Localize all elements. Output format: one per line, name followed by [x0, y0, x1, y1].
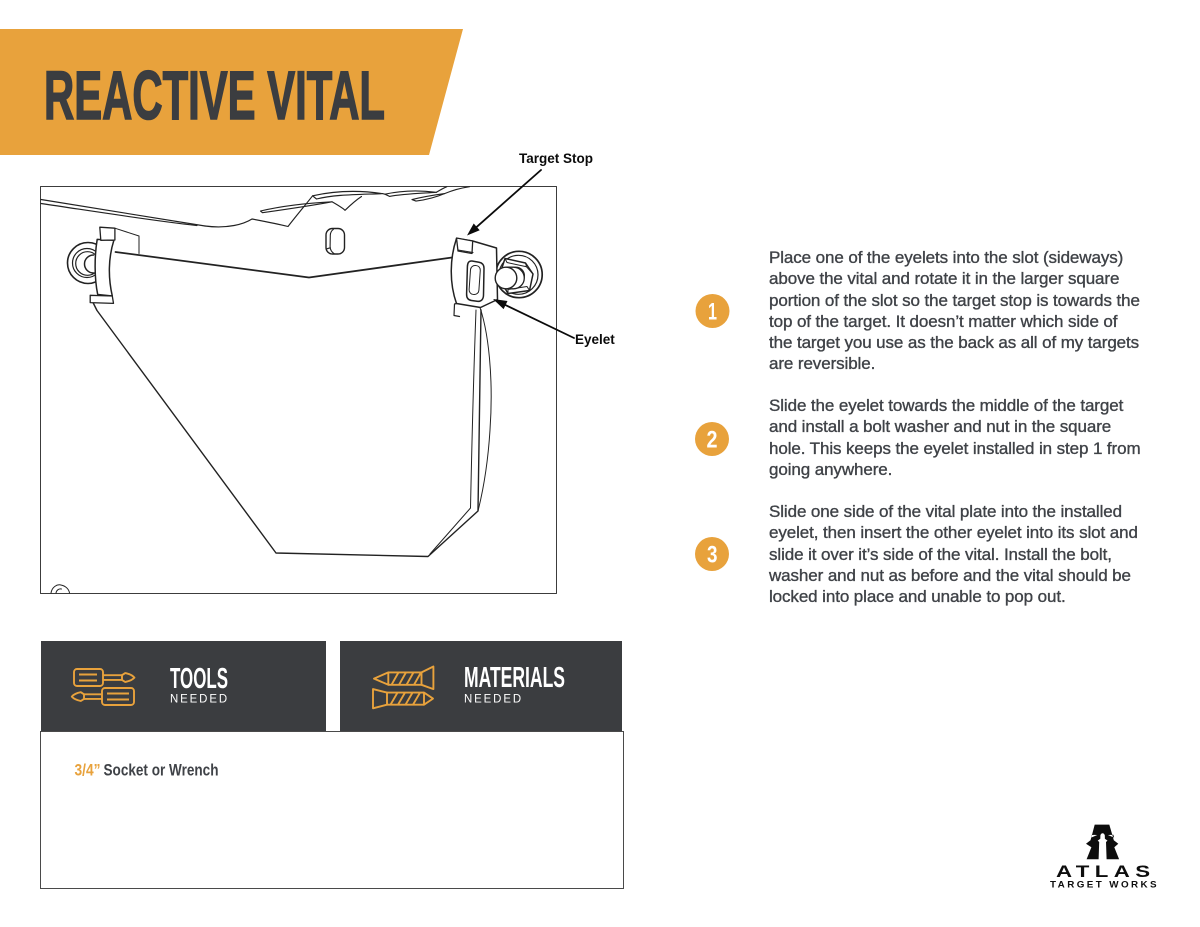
svg-text:MATERIALS: MATERIALS [464, 662, 565, 694]
svg-text:TARGET WORKS: TARGET WORKS [1050, 880, 1159, 890]
svg-text:REACTIVE VITAL: REACTIVE VITAL [44, 57, 385, 134]
svg-text:1: 1 [708, 299, 717, 326]
svg-text:3/4”: 3/4” [75, 761, 101, 780]
svg-text:NEEDED: NEEDED [464, 692, 523, 706]
svg-text:ATLAS: ATLAS [1056, 863, 1156, 881]
svg-text:3: 3 [707, 542, 718, 569]
svg-text:Socket or Wrench: Socket or Wrench [104, 761, 219, 780]
svg-text:TOOLS: TOOLS [170, 663, 228, 695]
svg-text:NEEDED: NEEDED [170, 692, 229, 706]
svg-text:2: 2 [707, 427, 718, 454]
